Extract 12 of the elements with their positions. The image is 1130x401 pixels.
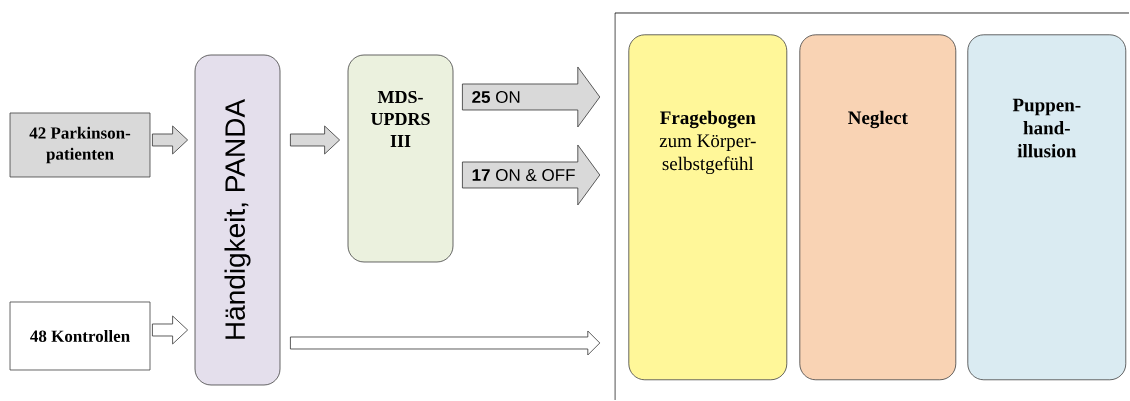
block-arrow [152, 125, 188, 155]
step-box: Puppen- hand- illusion [967, 34, 1127, 381]
step-box: MDS- UPDRS III [347, 54, 454, 263]
panel-frame [614, 12, 1130, 401]
step-box: Neglect [799, 34, 957, 381]
step-box: Fragebogen zum Körper- selbstgefühl [628, 34, 788, 381]
group-box: 42 Parkinson- patienten [9, 112, 151, 178]
step-box: Händigkeit, PANDA [194, 54, 281, 386]
block-arrow [152, 315, 188, 345]
block-arrow [290, 125, 340, 155]
group-box: 48 Kontrollen [9, 301, 151, 371]
block-arrow [290, 330, 601, 356]
